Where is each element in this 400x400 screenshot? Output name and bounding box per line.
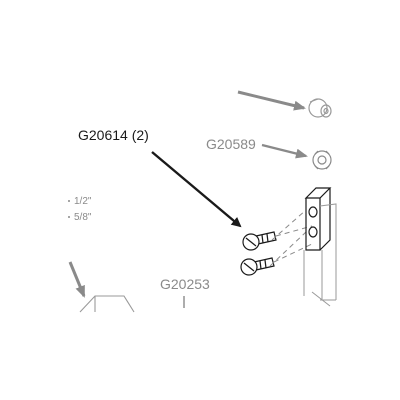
part-label-g20614: G20614 (2) — [78, 127, 149, 143]
size-label-five-eighths: 5/8" — [74, 212, 92, 223]
part-label-g20253: G20253 — [160, 276, 210, 292]
leader-arrow-top — [237, 90, 306, 111]
screw-icon — [240, 257, 275, 276]
frame-lines — [303, 203, 337, 307]
screw-icon — [242, 231, 277, 251]
size-label-half: 1/2" — [74, 196, 92, 207]
washer-part-icon — [312, 150, 332, 170]
bullet-dot — [68, 216, 70, 218]
bracket-fragment-icon — [79, 295, 135, 313]
bullet-dot — [68, 200, 70, 202]
part-label-g20589: G20589 — [206, 136, 256, 152]
knob-part-icon — [308, 98, 332, 118]
leader-arrow-bottom-left — [68, 261, 86, 298]
leader-arrow-g20589 — [261, 143, 308, 159]
mounting-block-icon — [304, 187, 332, 251]
leader-arrow-g20614 — [151, 151, 242, 228]
